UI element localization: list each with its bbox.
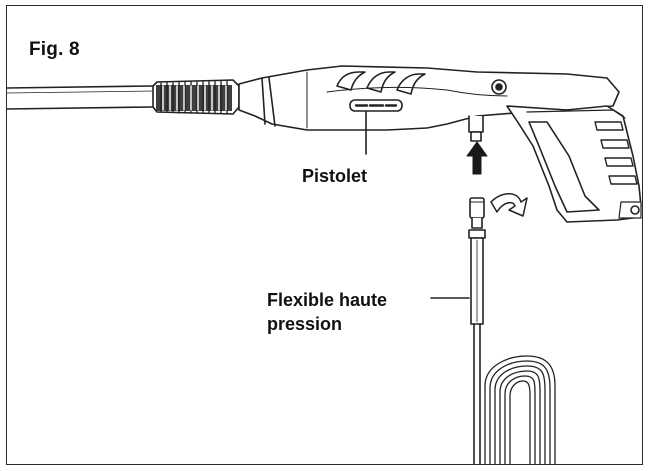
label-pistolet: Pistolet: [302, 166, 368, 186]
label-hose-line2: pression: [267, 314, 343, 334]
figure-title: Fig. 8: [29, 39, 80, 60]
hose-coil: [484, 355, 556, 464]
figure-frame: Fig. 8 Pistolet Flexible haute pression: [6, 5, 643, 465]
rotate-arrow-icon: [490, 193, 528, 217]
pressure-washer-diagram: [7, 65, 642, 464]
lance-coupling: [152, 79, 240, 115]
arrow-up-icon: [466, 141, 488, 175]
label-hose-line1: Flexible haute: [267, 290, 388, 310]
label-hose: Flexible haute pression: [267, 288, 447, 336]
hose-coupling: [469, 197, 485, 229]
lance-tube: [7, 85, 154, 110]
gun-body: [238, 65, 620, 142]
hose-line: [473, 323, 481, 464]
gun-handle: [506, 105, 642, 223]
hose-ferrule: [468, 229, 486, 325]
